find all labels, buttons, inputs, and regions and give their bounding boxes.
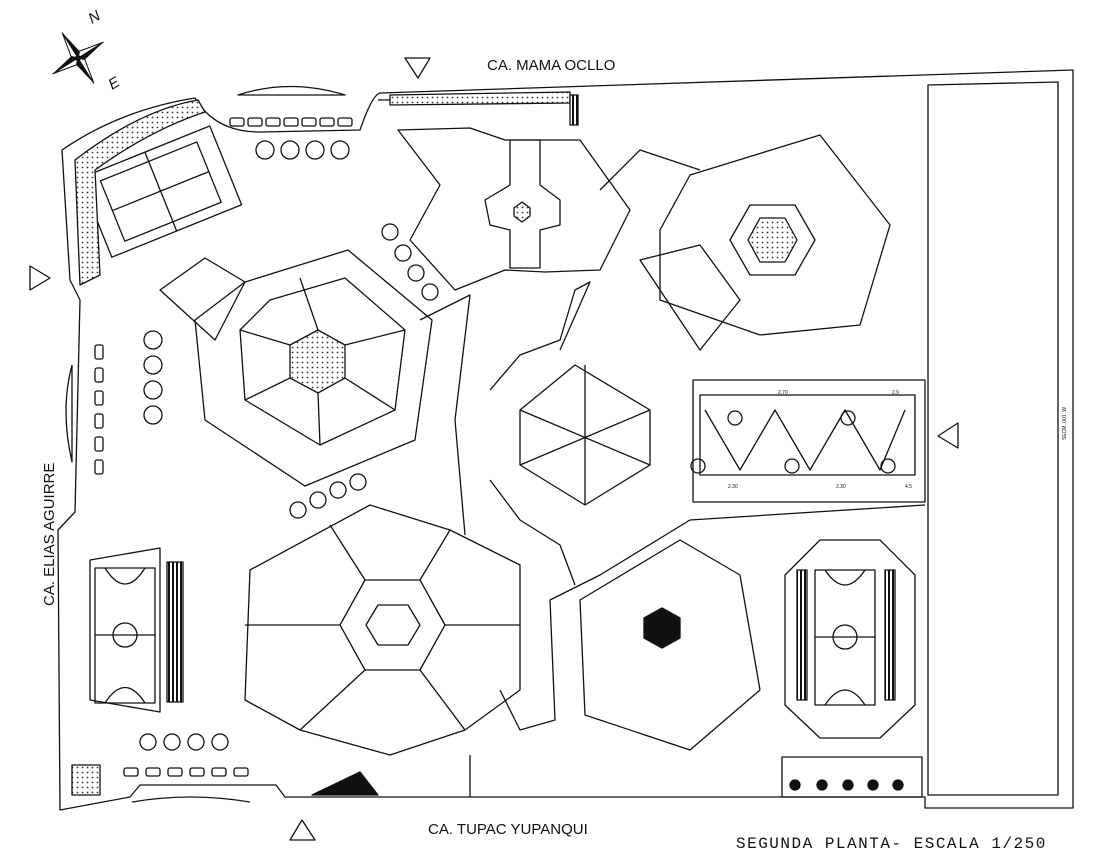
site-boundary: [57, 69, 1074, 811]
inner-boundary: [927, 81, 1059, 796]
sw-hex-block: [244, 504, 521, 756]
dimension-label: 2.70: [778, 390, 788, 396]
south-ramp: [311, 771, 379, 796]
north-entrance: [389, 91, 571, 106]
tree-row-mid: [289, 473, 367, 519]
east-stepped-block: [690, 379, 926, 503]
tree-row-north: [255, 140, 350, 160]
dimension-label: 4.5: [905, 484, 912, 490]
west-hex-block: [159, 249, 433, 487]
street-label-west: CA. ELIAS AGUIRRE: [41, 463, 58, 606]
basketball-court-west: [89, 547, 184, 713]
se-plaza: [781, 756, 923, 798]
dimension-label: 2.30: [728, 484, 738, 490]
entry-marker-north: [404, 57, 431, 79]
basketball-court-east: [784, 539, 916, 739]
tree-row-south: [139, 733, 229, 751]
central-north-building: [397, 127, 631, 291]
side-note: SECM. 001 .W: [1062, 407, 1068, 440]
tree-row-diagonal: [381, 223, 439, 301]
parking-north: [229, 85, 353, 127]
street-label-north: CA. MAMA OCLLO: [487, 57, 615, 74]
central-hex-plaza: [489, 281, 651, 586]
dimension-label: 2.30: [836, 484, 846, 490]
dimension-label: 2.9: [892, 390, 899, 396]
compass-east-label: E: [106, 73, 124, 93]
parking-south: [123, 767, 251, 803]
entry-marker-south: [289, 819, 316, 841]
sw-planter: [71, 764, 101, 796]
tree-row-west: [143, 330, 163, 425]
entry-marker-east: [937, 422, 959, 449]
nw-planter-strip: [74, 99, 206, 286]
ne-hex-building: [639, 134, 891, 351]
parking-west: [65, 344, 104, 475]
plan-title: SEGUNDA PLANTA- ESCALA 1/250: [736, 835, 1047, 853]
compass-north-label: N: [86, 7, 104, 27]
compass-rose-icon: [52, 32, 104, 84]
entry-marker-west: [29, 265, 51, 291]
se-hex-pavilion: [579, 539, 761, 751]
street-label-south: CA. TUPAC YUPANQUI: [428, 821, 588, 838]
tennis-court: [79, 125, 243, 258]
